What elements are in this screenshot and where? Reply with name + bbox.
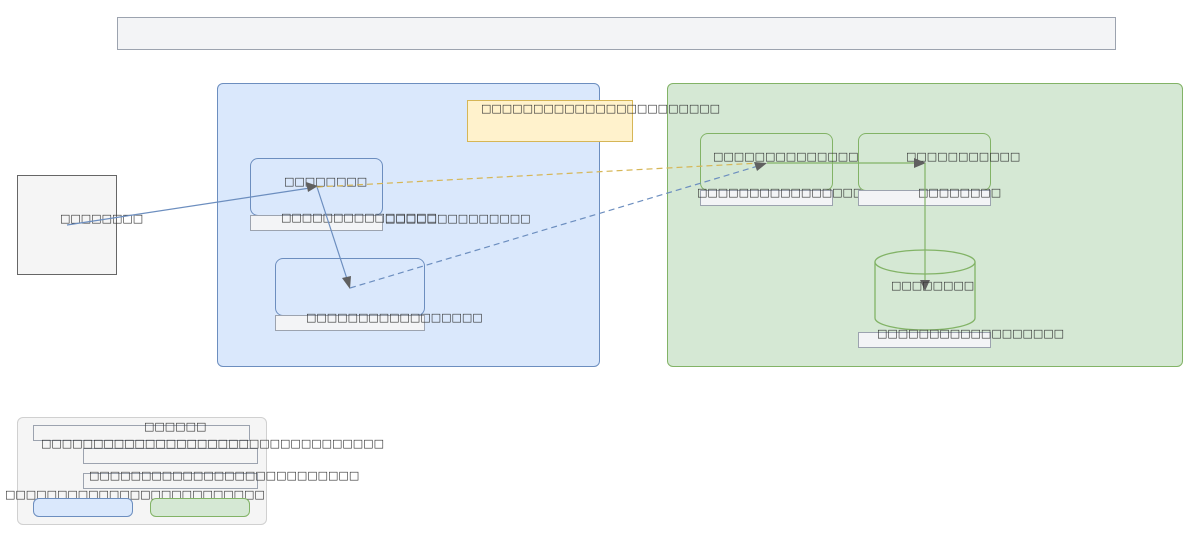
arrowhead-icon <box>754 162 767 171</box>
legend-frame-3 <box>83 473 258 489</box>
edge-node-a-to-node-b <box>316 186 351 289</box>
node-d-title: □□□□□□□□□□□ <box>906 150 1021 163</box>
diagram-title-bar <box>117 17 1116 50</box>
node-a-title: □□□□□□□□ <box>284 175 368 188</box>
legend-row: □□□□□□□□□□□□□□□□□□□□□□□□□□ <box>89 469 360 482</box>
legend-swatch-green <box>150 498 250 517</box>
database-caption-box <box>858 332 991 348</box>
note-text: □□□□□□□□□□□□□□□□□□□□□□□ <box>481 102 721 115</box>
note[interactable] <box>467 100 633 142</box>
node-c-caption-box <box>700 190 833 206</box>
node-c[interactable] <box>700 133 833 191</box>
node-b-caption-box <box>275 315 425 331</box>
edge-node-c-to-node-d <box>767 158 926 168</box>
edge-label: □□□□□□□□□□□□□□ <box>385 212 531 225</box>
database-title: □□□□□□□□ <box>891 279 975 292</box>
database-cylinder[interactable] <box>874 249 976 331</box>
arrowhead-icon <box>342 276 351 289</box>
legend-frame-2 <box>83 448 258 464</box>
legend-title: □□□□□□ <box>144 420 207 433</box>
node-d-caption: □□□□□□□□ <box>918 186 1002 199</box>
node-c-caption: □□□□□□□□□□□□□□□□□□□□ <box>697 186 905 199</box>
node-a-caption-box <box>250 215 383 231</box>
edge-node-a-to-node-c-dashed <box>316 162 761 188</box>
edge-node-d-to-database <box>920 163 930 291</box>
external-node-label: □□□□□□□□ <box>60 212 144 225</box>
legend-swatch-blue <box>33 498 133 517</box>
node-a-caption: □□□□□□□□□□□□□□□ <box>281 211 437 224</box>
edge-node-b-to-node-c-dashed <box>349 162 767 289</box>
legend-row: □□□□□□□□□□□□□□□□□□□□□□□□□□□□□□□□□ <box>41 437 384 450</box>
legend-row: □□□□□□□□□□□□□□□□□□□□□□□□□ <box>5 488 265 501</box>
arrowhead-icon <box>914 158 926 168</box>
node-c-title: □□□□□□□□□□□□□□ <box>713 150 859 163</box>
arrowhead-icon <box>920 280 930 291</box>
legend-frame-1 <box>33 425 250 441</box>
arrowhead-icon <box>306 182 318 192</box>
database-caption: □□□□□□□□□□□□□□□□□□ <box>877 327 1065 340</box>
edge-external-to-node-a <box>66 182 318 226</box>
node-b-caption: □□□□□□□□□□□□□□□□□ <box>306 311 483 324</box>
